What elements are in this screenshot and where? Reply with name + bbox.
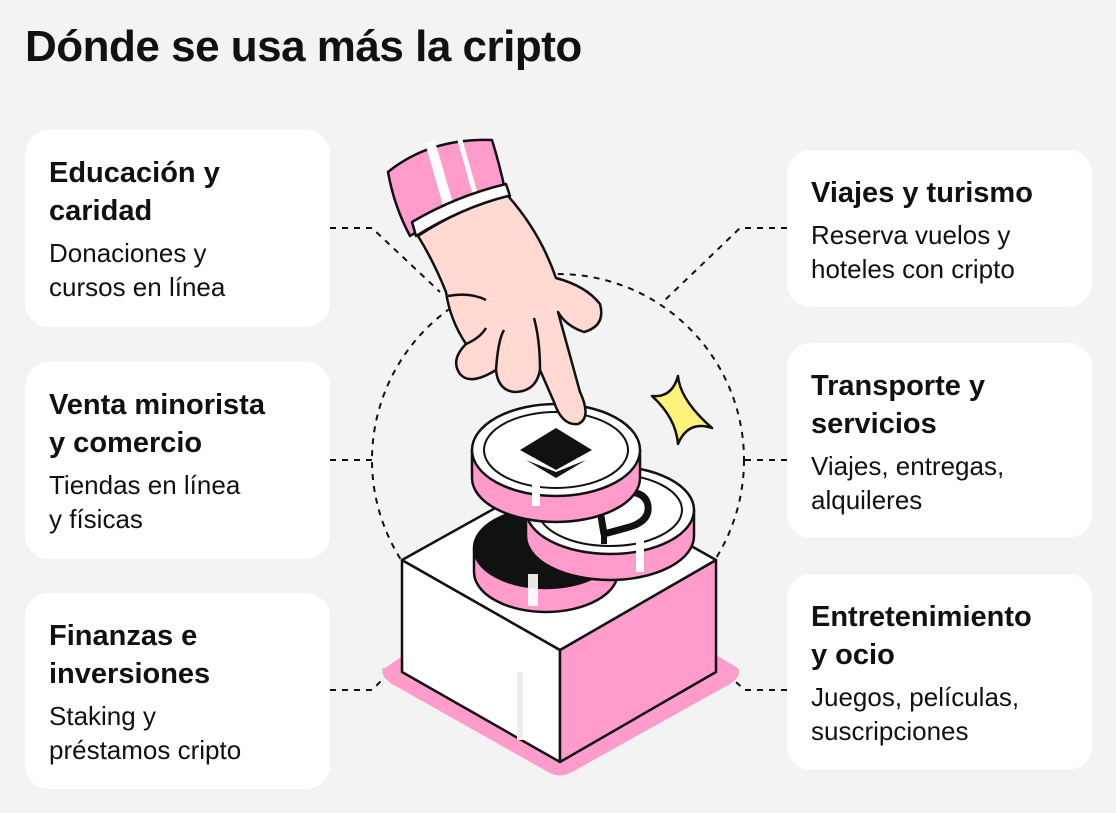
ethereum-coin-icon bbox=[470, 402, 642, 524]
card-description: Viajes, entregas, alquileres bbox=[811, 451, 1005, 515]
card-retail-commerce: Venta minorista y comercio Tiendas en lí… bbox=[25, 362, 330, 559]
card-heading: Venta minorista y comercio bbox=[49, 389, 265, 459]
hand-pointing-icon bbox=[386, 138, 603, 426]
card-description: Tiendas en línea y físicas bbox=[49, 470, 241, 534]
page-title: Dónde se usa más la cripto bbox=[25, 22, 582, 71]
card-description: Staking y préstamos cripto bbox=[49, 701, 242, 765]
connector-left-1 bbox=[330, 227, 441, 293]
card-heading: Viajes y turismo bbox=[811, 177, 1033, 209]
card-heading: Transporte y servicios bbox=[811, 370, 986, 440]
sparkle-icon bbox=[650, 374, 714, 446]
card-heading: Finanzas e inversiones bbox=[49, 620, 211, 690]
card-description: Reserva vuelos y hoteles con cripto bbox=[811, 220, 1015, 284]
card-travel-tourism: Viajes y turismo Reserva vuelos y hotele… bbox=[787, 150, 1092, 307]
card-heading: Educación y caridad bbox=[49, 157, 220, 227]
card-entertainment-leisure: Entretenimiento y ocio Juegos, películas… bbox=[787, 574, 1092, 770]
card-finance-investments: Finanzas e inversiones Staking y préstam… bbox=[25, 593, 330, 789]
card-description: Donaciones y cursos en línea bbox=[49, 238, 226, 302]
card-description: Juegos, películas, suscripciones bbox=[811, 682, 1020, 746]
card-heading: Entretenimiento y ocio bbox=[811, 601, 1032, 671]
card-transport-services: Transporte y servicios Viajes, entregas,… bbox=[787, 343, 1092, 538]
card-education-charity: Educación y caridad Donaciones y cursos … bbox=[25, 130, 330, 327]
connector-right-1 bbox=[664, 227, 787, 301]
